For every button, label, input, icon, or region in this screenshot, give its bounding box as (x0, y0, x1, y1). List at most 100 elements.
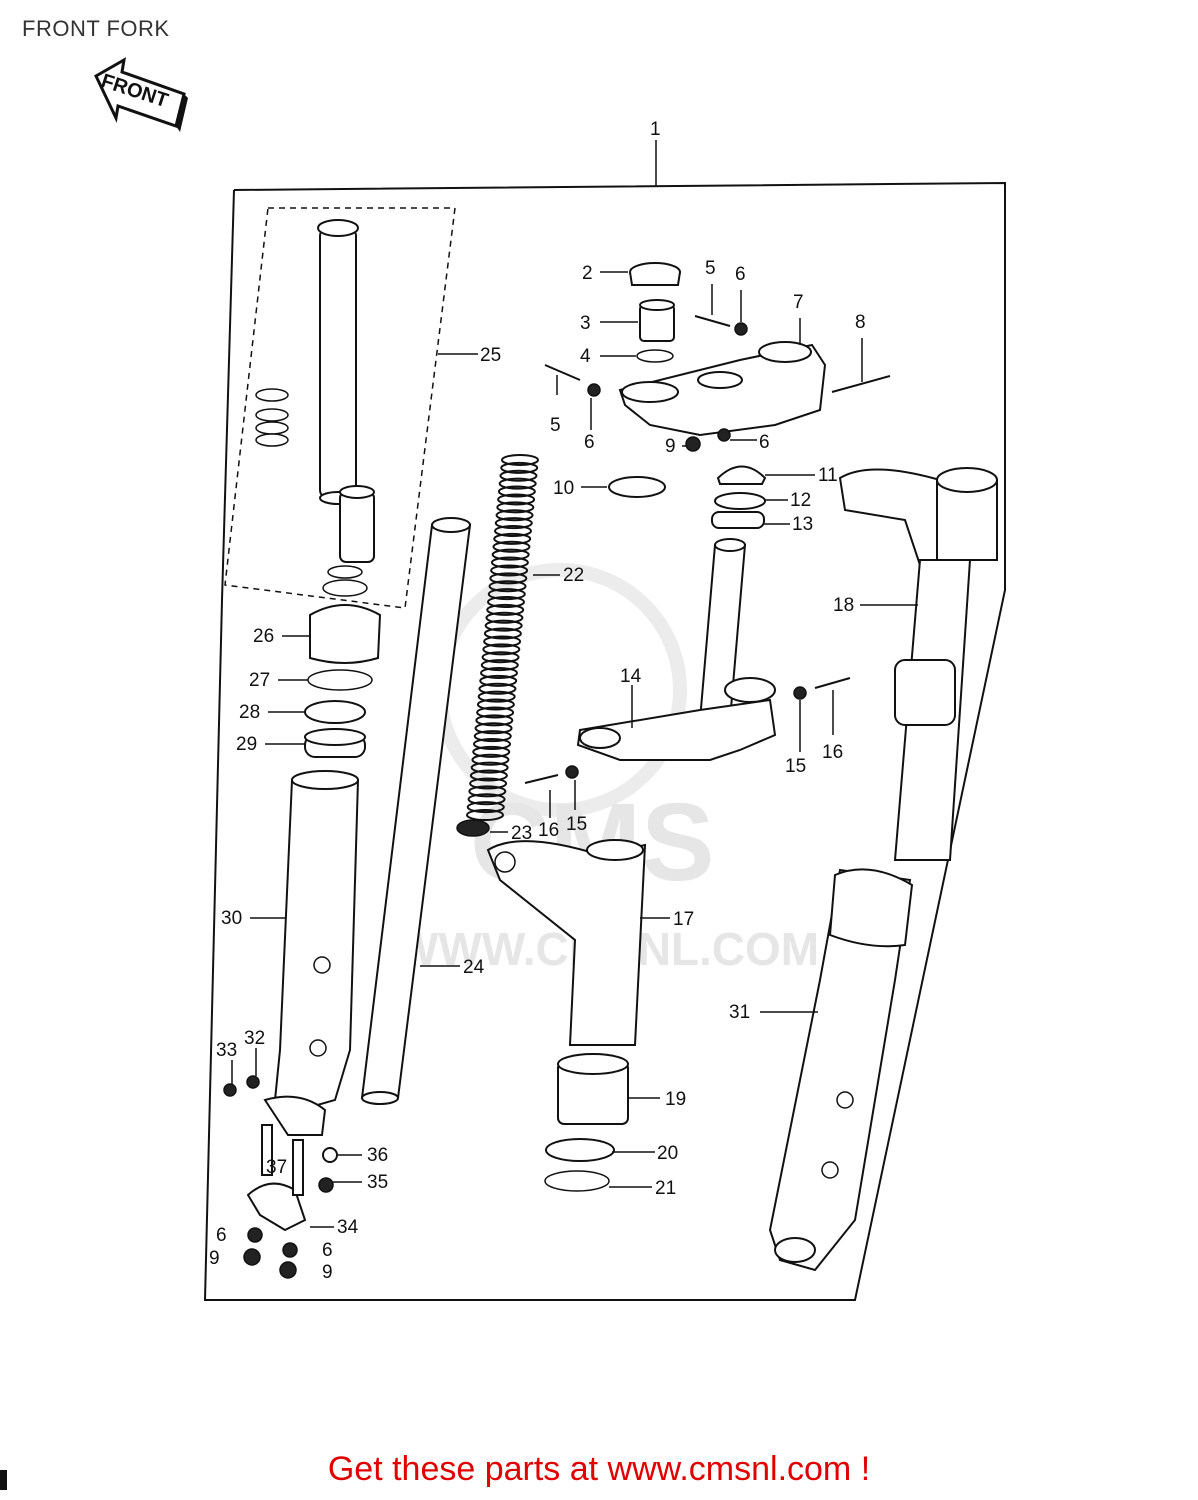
callout-labels: 1 2 3 4 5 5 6 6 6 7 8 9 10 11 12 13 14 1… (209, 119, 866, 1283)
spring-coil (476, 698, 515, 711)
callout-label: 2 (582, 263, 593, 284)
callout-label: 3 (580, 313, 591, 334)
spring-coil (488, 580, 527, 593)
washer-36-part (322, 1147, 338, 1163)
callout-label: 8 (855, 312, 866, 333)
spring-coil (471, 753, 510, 766)
spring-coil (487, 588, 526, 601)
spring-seat-part (456, 819, 490, 837)
outer-tube-left-part (263, 770, 360, 1136)
spring-coil (474, 722, 513, 735)
outer-tube-right-part (768, 868, 914, 1272)
callout-label: 16 (538, 820, 559, 841)
callout-label: 14 (620, 666, 642, 687)
spring-coil (490, 556, 529, 569)
dust-seal-part (309, 565, 382, 664)
edge-mark (0, 1470, 7, 1490)
spring-coil (467, 793, 506, 806)
spring-coil (472, 745, 511, 758)
spring-coil (500, 461, 539, 474)
nut-6-bottom-left-part (247, 1227, 263, 1243)
piston-part (339, 485, 375, 563)
callout-label: 21 (655, 1178, 676, 1199)
washer-part (304, 700, 366, 724)
spring-coil (481, 651, 520, 664)
front-arrow-icon (94, 57, 188, 132)
gasket-21-part (544, 1170, 610, 1192)
spring-coil (466, 809, 504, 821)
nut-9-bottom-right-part (279, 1261, 297, 1279)
nut-35-part (318, 1177, 334, 1193)
spring-coil (470, 761, 509, 774)
o-ring-part (636, 349, 674, 363)
rebound-spring-part (255, 388, 289, 447)
spring-coil (469, 777, 508, 790)
spring-coil (485, 611, 524, 624)
callout-label: 16 (822, 742, 843, 763)
spring-coil (468, 785, 507, 798)
spring-coil (497, 493, 536, 506)
spring-coil (475, 714, 514, 727)
spring-coil (487, 596, 525, 608)
callout-label: 5 (705, 258, 716, 279)
cap-bolt-part (629, 262, 681, 286)
spring-coil (482, 643, 521, 656)
callout-label: 30 (221, 908, 242, 929)
washer-15-left-part (565, 765, 579, 779)
spring-coil (492, 540, 531, 553)
assembly-frame (203, 181, 1006, 1301)
spring-coil (480, 667, 518, 679)
callout-label: 13 (792, 514, 813, 535)
footer-link-text[interactable]: Get these parts at www.cmsnl.com ! (327, 1450, 871, 1488)
callout-label: 35 (367, 1172, 388, 1193)
callout-label: 23 (511, 823, 532, 844)
fork-cover-right-part (838, 467, 998, 861)
stud-37b-part (292, 1139, 304, 1196)
stud-37-part (261, 1124, 273, 1176)
retaining-ring-part (307, 669, 373, 691)
spring-coil (494, 525, 532, 537)
callout-label: 32 (244, 1028, 265, 1049)
callout-label: 10 (553, 478, 574, 499)
callout-label: 25 (480, 345, 501, 366)
washer-32-part (246, 1075, 260, 1089)
callout-label: 34 (337, 1217, 359, 1238)
callout-label: 29 (236, 734, 257, 755)
cap-11-part (716, 465, 767, 485)
bolt-5-upper-part (694, 315, 731, 327)
oil-seal-part (304, 728, 366, 758)
spring-coil (498, 477, 537, 490)
gasket-20-part (545, 1138, 615, 1162)
callout-label: 17 (673, 909, 694, 930)
callout-label: 5 (550, 415, 561, 436)
nut-6-lower-part (587, 383, 601, 397)
spring-coil (489, 572, 528, 585)
spring-coil (497, 485, 536, 498)
plug-part (639, 299, 675, 342)
callout-label: 1 (650, 119, 661, 140)
callout-label: 20 (657, 1143, 678, 1164)
callout-label: 6 (759, 432, 770, 453)
spring-coil (495, 509, 534, 522)
page-title: FRONT FORK (22, 16, 170, 41)
bolt-8-part (831, 375, 891, 393)
bolt-16-right-part (814, 677, 851, 689)
bearing-13-part (711, 511, 765, 529)
leader-lines (231, 271, 918, 1228)
spring-coil (473, 730, 512, 743)
spring-coil (478, 682, 517, 695)
spring-coil (493, 532, 532, 545)
spring-coil (499, 469, 538, 482)
callout-label: 15 (785, 756, 806, 777)
callout-label: 37 (266, 1157, 287, 1178)
bolt-16-left-part (524, 774, 559, 784)
callout-label: 11 (818, 465, 838, 486)
spring-coil (477, 690, 516, 703)
callout-label: 15 (566, 814, 587, 835)
steering-stem-part (576, 538, 777, 761)
callout-label: 24 (463, 957, 485, 978)
callout-label: 22 (563, 565, 584, 586)
nut-6-bottom-right-part (282, 1242, 298, 1258)
callout-label: 9 (665, 436, 676, 457)
